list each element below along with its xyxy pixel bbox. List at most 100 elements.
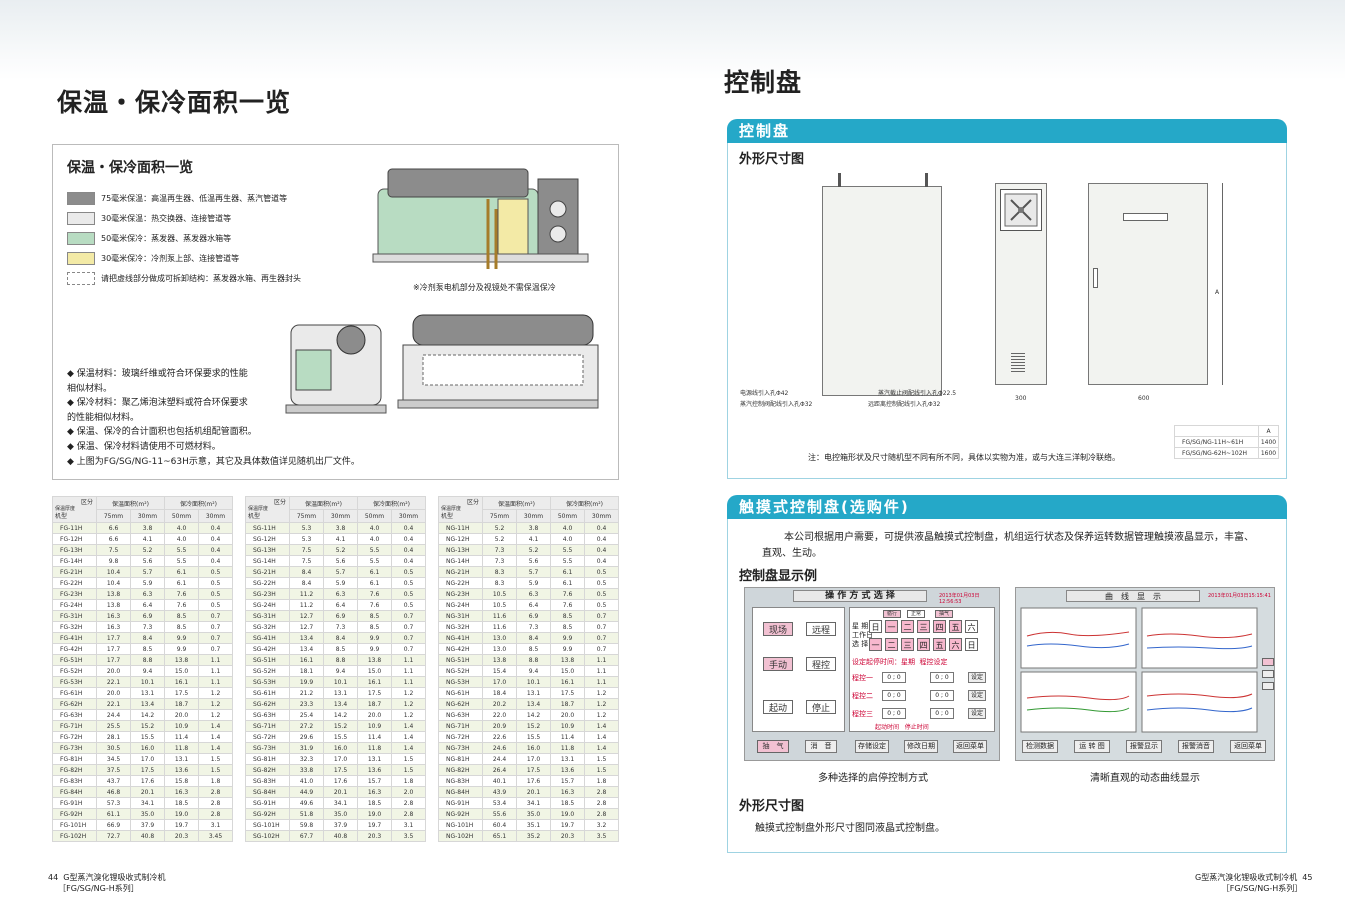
time-input[interactable]: 0 ; 0 [930, 672, 954, 683]
day-button[interactable]: 四 [917, 638, 930, 651]
model-cell: FG-52H [52, 665, 97, 677]
value-cell: 0.7 [584, 632, 619, 644]
model-cell: FG-101H [52, 819, 97, 831]
value-cell: 9.9 [550, 632, 585, 644]
test-data-button[interactable]: 检测数据 [1022, 740, 1058, 753]
value-cell: 37.9 [130, 819, 165, 831]
value-cell: 20.3 [357, 830, 392, 842]
value-cell: 13.4 [323, 698, 358, 710]
value-cell: 5.2 [516, 544, 551, 556]
alarm-mute-button[interactable]: 报警消音 [1178, 740, 1214, 753]
value-cell: 17.6 [130, 775, 165, 787]
tab-cycle[interactable]: 循行 [883, 610, 901, 618]
model-cell: SG-102H [245, 830, 290, 842]
value-cell: 17.5 [357, 687, 392, 699]
value-cell: 7.6 [550, 599, 585, 611]
thickness-header: 50mm [357, 509, 392, 523]
time-input[interactable]: 0 ; 0 [882, 672, 906, 683]
model-cell: NG-41H [438, 632, 483, 644]
time-input[interactable]: 0 ; 0 [930, 690, 954, 701]
value-cell: 0.7 [584, 643, 619, 655]
value-cell: 17.5 [550, 687, 585, 699]
model-cell: NG-82H [438, 764, 483, 776]
value-cell: 13.1 [323, 687, 358, 699]
confirm-button[interactable]: 设定 [968, 708, 986, 719]
value-cell: 5.6 [516, 555, 551, 567]
stop-button[interactable]: 停止 [806, 700, 836, 714]
model-cell: SG-41H [245, 632, 290, 644]
confirm-button[interactable]: 设定 [968, 672, 986, 683]
day-button[interactable]: 日 [869, 620, 882, 633]
save-settings-button[interactable]: 存储设定 [855, 740, 889, 753]
value-cell: 1.2 [584, 687, 619, 699]
dim-300: 300 [1015, 395, 1027, 402]
day-button[interactable]: 三 [917, 620, 930, 633]
day-button[interactable]: 三 [901, 638, 914, 651]
cabinet-note: 注：电控箱形状及尺寸随机型不同有所不同，具体以实物为准，或与大连三洋制冷联络。 [808, 453, 1120, 462]
model-cell: NG-52H [438, 665, 483, 677]
model-cell: SG-13H [245, 544, 290, 556]
value-cell: 14.2 [516, 709, 551, 721]
value-cell: 5.3 [289, 533, 324, 545]
time-input[interactable]: 0 ; 0 [882, 690, 906, 701]
day-button[interactable]: 五 [949, 620, 962, 633]
value-cell: 0.7 [584, 621, 619, 633]
value-cell: 20.0 [357, 709, 392, 721]
trend-charts [1020, 607, 1258, 733]
day-button[interactable]: 一 [885, 620, 898, 633]
touch-intro-2: 直观、生动。 [762, 548, 822, 559]
local-button[interactable]: 现场 [763, 622, 793, 636]
model-cell: SG-14H [245, 555, 290, 567]
day-button[interactable]: 二 [901, 620, 914, 633]
back-menu-button[interactable]: 返回菜单 [1230, 740, 1266, 753]
model-cell: SG-23H [245, 588, 290, 600]
day-button[interactable]: 二 [885, 638, 898, 651]
time-input[interactable]: 0 ; 0 [882, 708, 906, 719]
day-button[interactable]: 六 [965, 620, 978, 633]
manual-button[interactable]: 手动 [763, 657, 793, 671]
value-cell: 59.8 [289, 819, 324, 831]
back-menu-button[interactable]: 返回菜单 [953, 740, 987, 753]
remote-button[interactable]: 远程 [806, 622, 836, 636]
value-cell: 1.4 [391, 731, 426, 743]
thickness-header: 75mm [289, 509, 324, 523]
handle-icon [1093, 268, 1098, 288]
purge-button[interactable]: 抽 气 [757, 740, 789, 753]
value-cell: 55.6 [482, 808, 517, 820]
tab-normal[interactable]: 正常 [907, 610, 925, 618]
value-cell: 6.9 [516, 610, 551, 622]
day-button[interactable]: 五 [933, 638, 946, 651]
value-cell: 0.5 [198, 599, 233, 611]
value-cell: 8.5 [516, 643, 551, 655]
day-button[interactable]: 日 [965, 638, 978, 651]
model-cell: SG-91H [245, 797, 290, 809]
value-cell: 20.9 [482, 720, 517, 732]
value-cell: 13.8 [96, 599, 131, 611]
time-input[interactable]: 0 ; 0 [930, 708, 954, 719]
day-button[interactable]: 四 [933, 620, 946, 633]
start-button[interactable]: 起动 [763, 700, 793, 714]
value-cell: 9.4 [323, 665, 358, 677]
edit-date-button[interactable]: 修改日期 [904, 740, 938, 753]
run-chart-button[interactable]: 运 转 图 [1074, 740, 1110, 753]
program-button[interactable]: 程控 [806, 657, 836, 671]
set-time-label: 设定起停时间：星期 程控设定 [852, 658, 948, 666]
top-band [0, 0, 1345, 80]
value-cell: 5.5 [357, 544, 392, 556]
day-button[interactable]: 六 [949, 638, 962, 651]
day-button[interactable]: 一 [869, 638, 882, 651]
value-cell: 5.6 [323, 555, 358, 567]
alarm-display-button[interactable]: 报警显示 [1126, 740, 1162, 753]
confirm-button[interactable]: 设定 [968, 690, 986, 701]
value-cell: 23.3 [289, 698, 324, 710]
value-cell: 15.0 [164, 665, 199, 677]
mute-button[interactable]: 消 音 [805, 740, 837, 753]
model-cell: NG-101H [438, 819, 483, 831]
tab-purge[interactable]: 抽气 [935, 610, 953, 618]
